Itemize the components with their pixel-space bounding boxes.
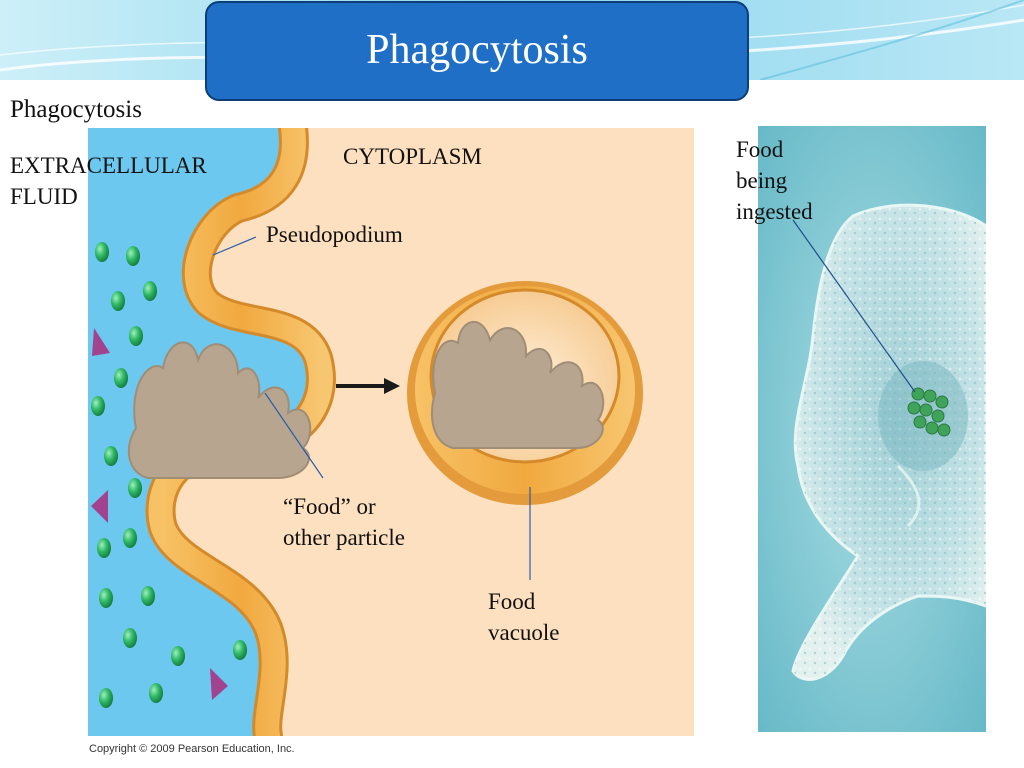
pseudopodium-label: Pseudopodium xyxy=(266,222,403,247)
food-vacuole-label: Food vacuole xyxy=(488,589,560,645)
slide-title: Phagocytosis xyxy=(205,1,749,101)
extracellular-fluid-label: EXTRACELLULAR FLUID xyxy=(10,153,207,209)
vacuole-region xyxy=(878,361,968,471)
arrow-right-icon xyxy=(336,378,400,394)
slide-heading: Phagocytosis xyxy=(10,96,142,123)
copyright-notice: Copyright © 2009 Pearson Education, Inc. xyxy=(89,743,295,755)
food-particle-label: “Food” or other particle xyxy=(283,494,405,550)
purple-particles xyxy=(91,328,228,700)
green-particles xyxy=(91,242,247,708)
cytoplasm-label: CYTOPLASM xyxy=(343,144,482,169)
micrograph-caption: Food being ingested xyxy=(736,137,813,224)
food-vacuole xyxy=(407,281,643,505)
